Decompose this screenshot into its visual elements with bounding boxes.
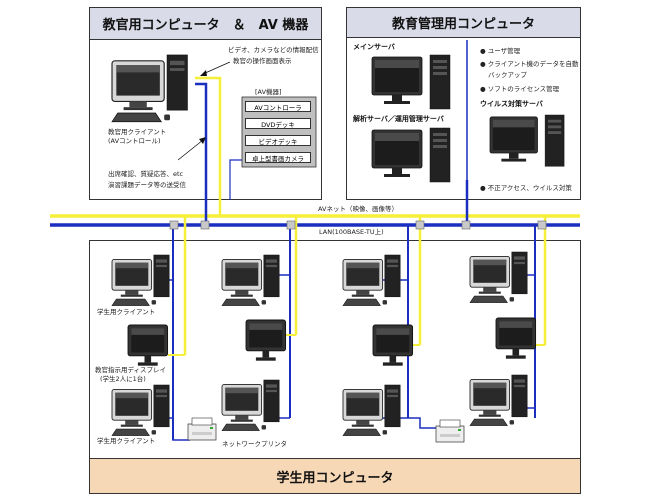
label-student-client-top: 学生用クライアント [97, 308, 156, 316]
label-attendance: 出席確認、質疑応答、etc [108, 170, 184, 178]
av-item-controller: AVコントローラ [245, 101, 311, 112]
arrow-attend [177, 139, 204, 161]
label-analysis-server: 解析サーバ／運用管理サーバ [353, 115, 444, 123]
av-item-video: ビデオデッキ [245, 135, 311, 146]
label-virus-server: ウイルス対策サーバ [480, 100, 543, 108]
label-license-management: ● ソフトのライセンス管理 [480, 85, 560, 93]
teacher-section-title: 教官用コンピュータ ＆ AV 機器 [90, 8, 321, 40]
label-teacher-display: 教官指示用ディスプレイ [95, 366, 167, 374]
network-printer-2 [435, 419, 465, 443]
student-pc-2-2 [221, 379, 280, 432]
arrow-video [202, 61, 231, 75]
student-pc-1-2 [111, 384, 170, 437]
student-pc-3-2 [342, 384, 401, 437]
admin-section-title: 教育管理用コンピュータ [347, 8, 580, 38]
teacher-av-link [195, 76, 222, 216]
label-teacher-client: 教官用クライアント [108, 128, 167, 136]
label-teacher-screen: 教官の操作画面表示 [233, 57, 292, 65]
label-security: ● 不正アクセス、ウイルス対策 [480, 184, 572, 192]
virus-server [489, 114, 565, 167]
student-pc-1-1 [111, 254, 170, 307]
label-lan: LAN(100BASE-TU上) [319, 228, 384, 236]
student-pc-4-1 [469, 251, 528, 304]
student-pc-3-1 [342, 254, 401, 307]
label-av-control: (AVコントロール) [108, 137, 161, 145]
student-pc-2-1 [221, 254, 280, 307]
label-av-equipment-title: [AV機器] [255, 88, 282, 96]
teacher-client-pc [111, 54, 189, 123]
label-av-net: AVネット（映像、画像等） [318, 205, 398, 213]
label-network-printer: ネットワークプリンタ [222, 440, 287, 448]
student-pc-4-2 [469, 374, 528, 427]
av-item-dvd: DVDデッキ [245, 118, 311, 129]
main-server [371, 54, 451, 110]
teacher-lan-link [195, 82, 208, 225]
label-student-client-bottom: 学生用クライアント [97, 437, 156, 445]
student-section-title: 学生用コンピュータ [90, 458, 580, 493]
label-user-management: ● ユーザ管理 [480, 47, 521, 55]
label-backup: バックアップ [488, 71, 527, 79]
analysis-server [371, 127, 451, 183]
label-main-server: メインサーバ [353, 43, 395, 51]
label-auto-backup: ● クライアント機のデータを自動 [480, 60, 579, 68]
teacher-display-3 [372, 324, 414, 367]
teacher-display-2 [245, 319, 287, 362]
av-equipment-list: AVコントローラ DVDデッキ ビデオデッキ 卓上型書画カメラ [242, 97, 316, 167]
label-assignment-data: 演習課題データ等の送受信 [108, 181, 186, 189]
av-item-camera: 卓上型書画カメラ [245, 152, 311, 163]
teacher-display-4 [495, 317, 537, 360]
label-per-two-students: (学生2人に1台) [100, 375, 146, 383]
network-printer-1 [187, 417, 217, 441]
av-equip-lan-link [229, 159, 242, 200]
label-video-distribution: ビデオ、カメラなどの情報配信 [228, 46, 319, 54]
teacher-display-1 [127, 324, 169, 367]
